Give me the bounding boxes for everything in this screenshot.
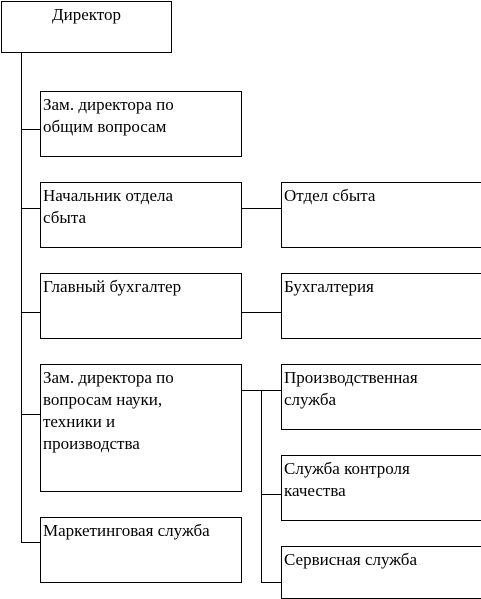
service-box: Сервисная служба [281,546,481,599]
branch-trunk-line [261,390,262,583]
connector-deputy-general [21,129,40,130]
accounting-box: Бухгалтерия [281,273,481,339]
connector-deputy-science [21,414,40,415]
deputy-general-label: Зам. директора по общим вопросам [43,95,174,136]
sales-head-label: Начальник отдела сбыта [43,186,174,227]
quality-box: Служба контроля качества [281,455,481,521]
connector-accounting [242,312,281,313]
sales-dept-box: Отдел сбыта [281,182,481,248]
marketing-label: Маркетинговая служба [43,521,210,540]
sales-dept-label: Отдел сбыта [284,186,376,205]
deputy-science-box: Зам. директора по вопросам науки, техник… [40,364,242,492]
deputy-general-box: Зам. директора по общим вопросам [40,91,242,157]
chief-accountant-label: Главный бухгалтер [43,277,182,296]
quality-label: Служба контроля качества [284,459,410,500]
connector-service [261,582,281,583]
sales-head-box: Начальник отдела сбыта [40,182,242,248]
connector-sales-dept [242,208,281,209]
deputy-science-label: Зам. директора по вопросам науки, техник… [43,368,174,453]
connector-marketing [21,542,40,543]
marketing-box: Маркетинговая служба [40,517,242,583]
connector-quality [261,494,281,495]
accounting-label: Бухгалтерия [284,277,374,296]
connector-sales-head [21,208,40,209]
connector-chief-accountant [21,312,40,313]
chief-accountant-box: Главный бухгалтер [40,273,242,339]
director-box: Директор [1,1,172,53]
main-trunk-line [21,53,22,543]
production-box: Производственная служба [281,364,481,430]
service-label: Сервисная служба [284,550,417,569]
director-label: Директор [52,5,121,24]
production-label: Производственная служба [284,368,418,409]
